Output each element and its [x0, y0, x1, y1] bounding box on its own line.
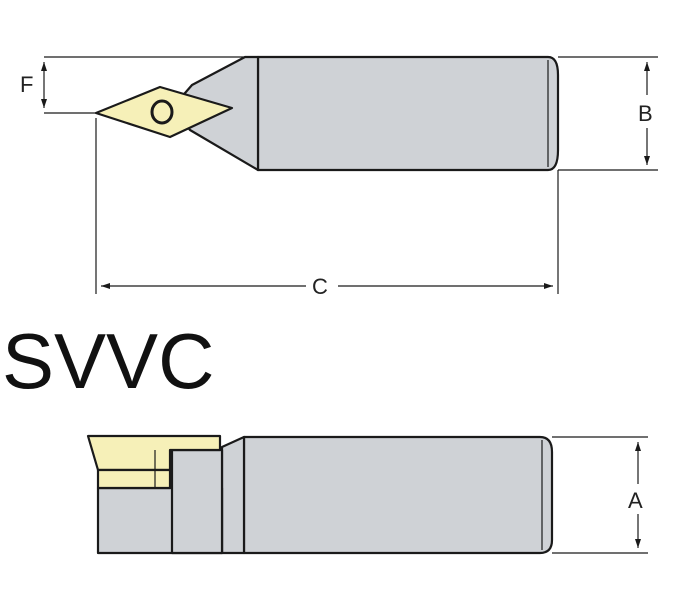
side-view: A: [86, 434, 648, 555]
head-block-right: [170, 448, 224, 555]
dim-a-label: A: [628, 488, 643, 513]
shank-body-top: [256, 55, 560, 172]
dim-f-label: F: [20, 72, 33, 97]
dim-b-label: B: [638, 101, 653, 126]
neck-step: [220, 435, 246, 555]
dim-c-label: C: [312, 274, 328, 299]
insert-screw-hole: [150, 99, 174, 125]
insert-seat-side: [96, 468, 172, 490]
diamond-insert: [94, 85, 234, 139]
tool-type-title: SVVC: [2, 317, 214, 405]
shank-body-side: [242, 435, 554, 555]
top-view: F B C: [20, 55, 658, 299]
